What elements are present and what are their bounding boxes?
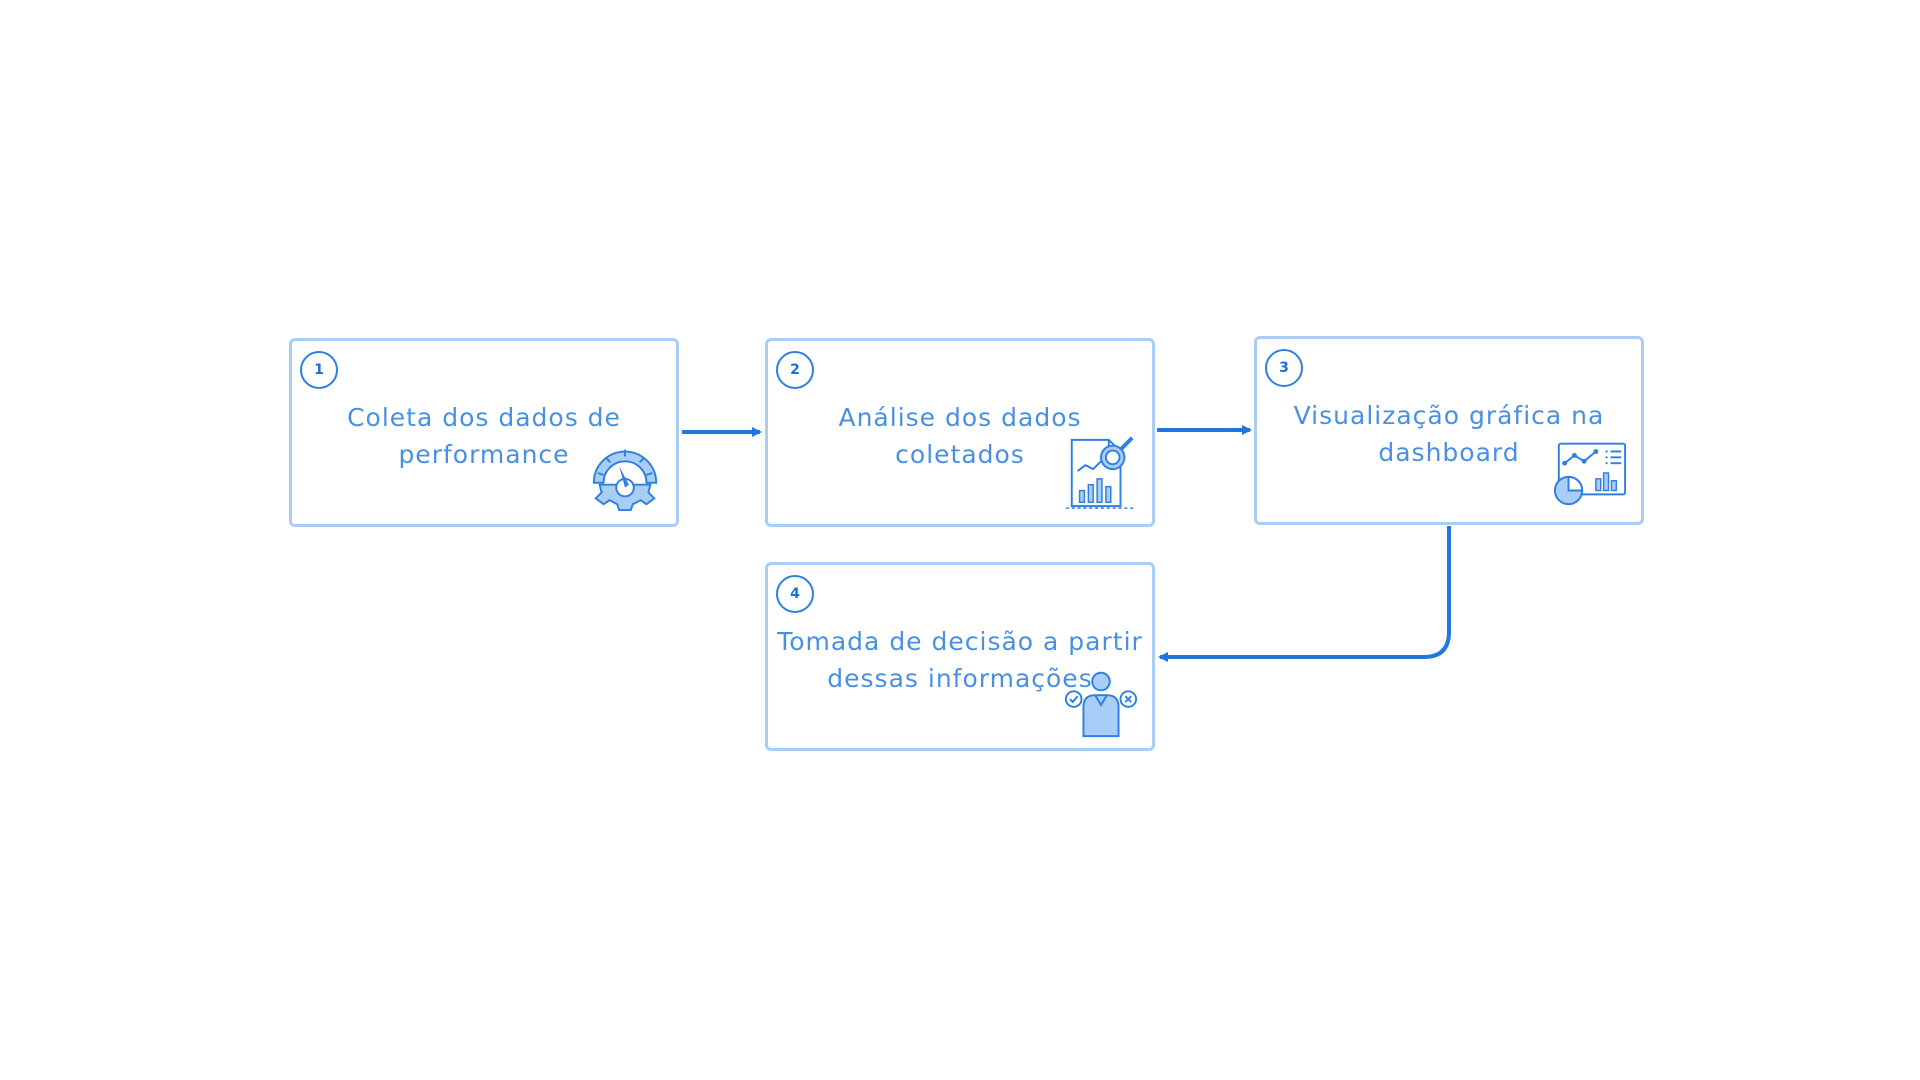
step-title: Visualização gráfica na dashboard	[1293, 401, 1605, 467]
step-title: Análise dos dados coletados	[838, 403, 1082, 469]
step-number-badge: 1	[300, 351, 338, 389]
person-decision-icon	[1064, 671, 1138, 738]
gauge-gear-icon	[592, 449, 658, 512]
step-number-badge: 4	[776, 575, 814, 613]
step-title: Coleta dos dados de performance	[347, 403, 621, 469]
step-number-badge: 2	[776, 351, 814, 389]
arrow-step3-to-step4	[1158, 526, 1451, 662]
step-card-4: 4 Tomada de decisão a partir dessas info…	[765, 562, 1155, 751]
step-card-1: 1 Coleta dos dados de performance	[289, 338, 679, 527]
step-title: Tomada de decisão a partir dessas inform…	[777, 627, 1143, 693]
step-card-3: 3 Visualização gráfica na dashboard	[1254, 336, 1644, 525]
step-number-badge: 3	[1265, 349, 1303, 387]
dashboard-charts-icon	[1553, 442, 1627, 506]
document-analysis-icon	[1065, 436, 1137, 509]
step-card-2: 2 Análise dos dados coletados	[765, 338, 1155, 527]
